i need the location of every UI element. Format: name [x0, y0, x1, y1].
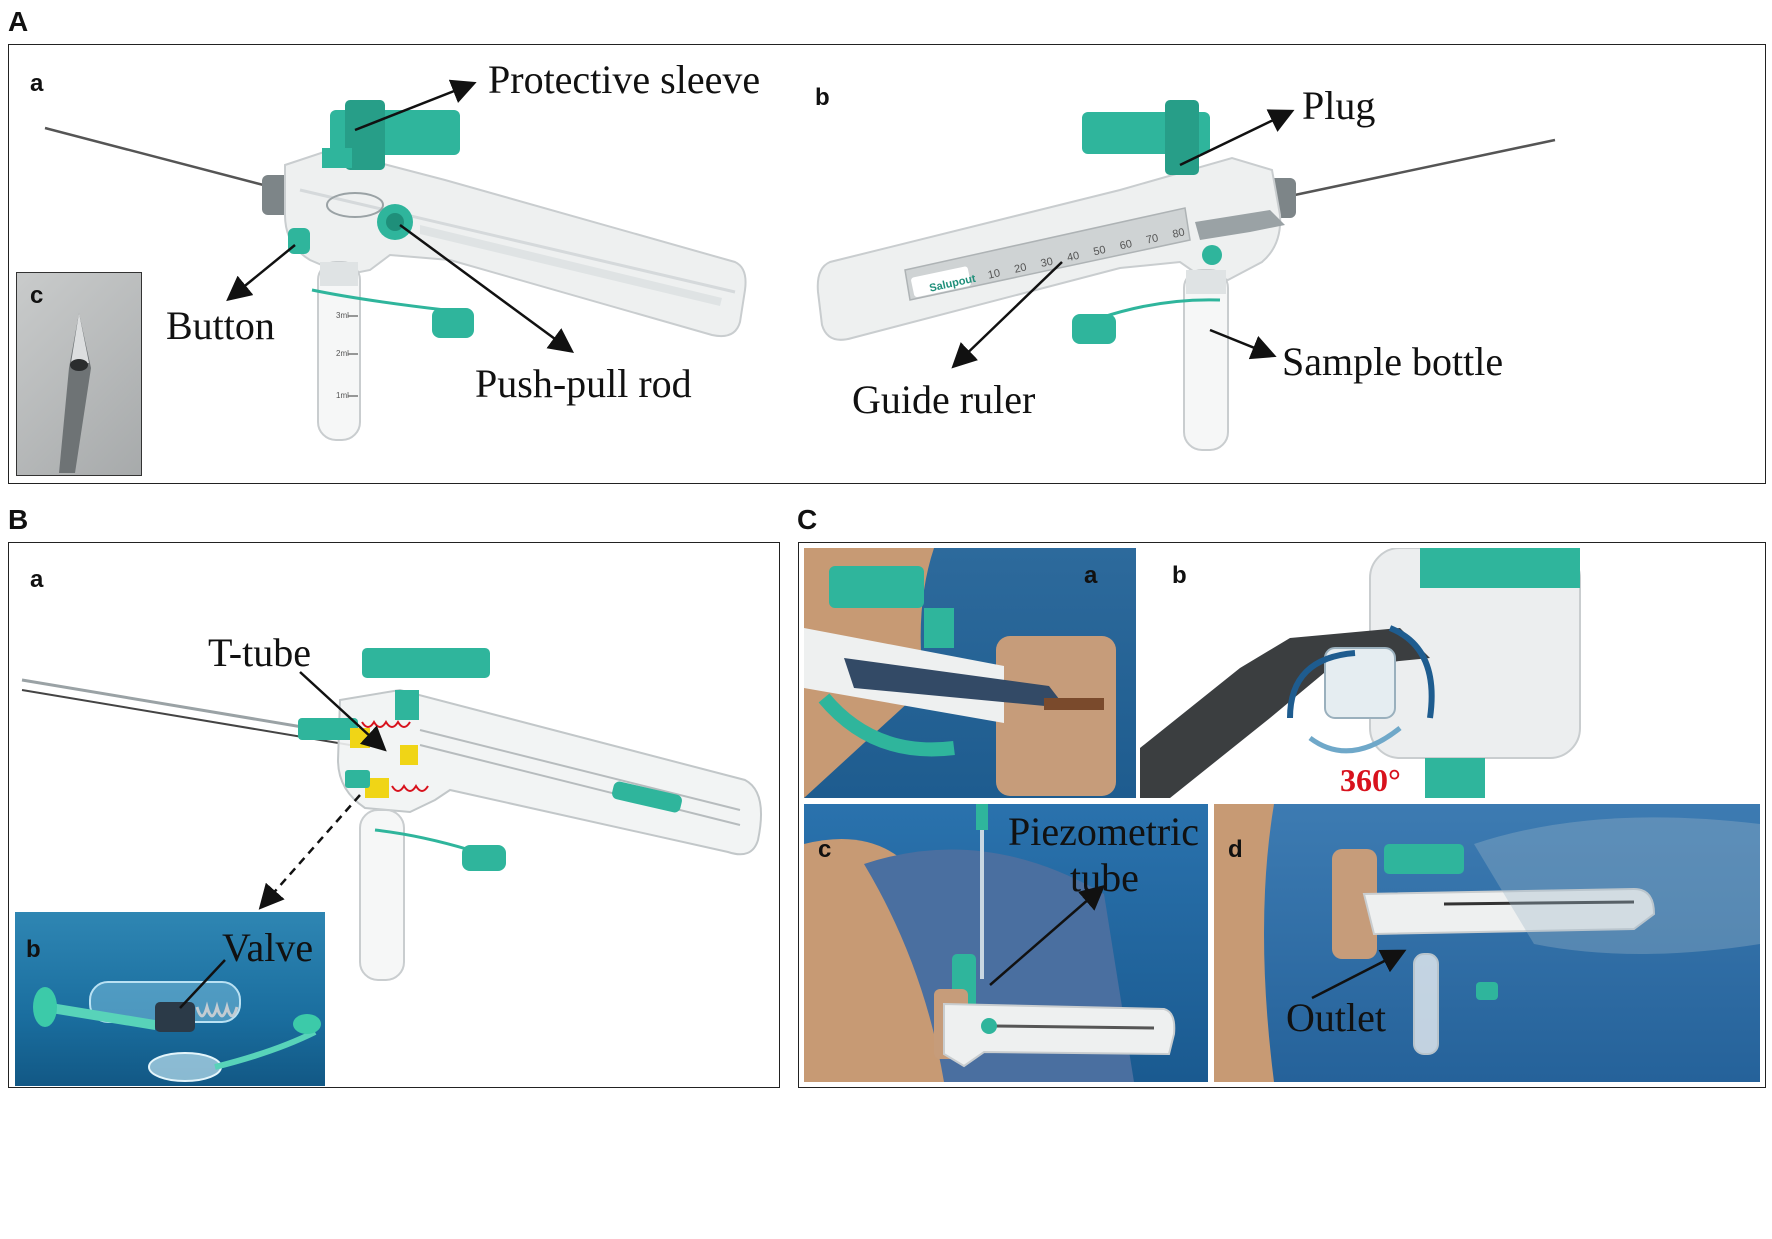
subpanel-letter-a-b: b [815, 84, 830, 111]
scene-b-rotation [1140, 548, 1760, 798]
subpanel-letter-c-d: d [1228, 836, 1243, 863]
bottle-volume-mark: 2ml [336, 349, 349, 358]
label-sample-bottle: Sample bottle [1282, 339, 1504, 384]
label-t-tube: T-tube [208, 630, 311, 675]
subpanel-letter-a-a: a [30, 70, 44, 97]
needle-tip-inset [16, 272, 142, 476]
subpanel-letter-c-b: b [1172, 562, 1187, 589]
device-a-right [816, 100, 1556, 451]
ruler-tick-label: 30 [1040, 256, 1055, 270]
subpanel-letter-b-a: a [30, 566, 44, 593]
ruler-tick-label: 50 [1092, 244, 1107, 258]
scene-a-guide-ruler [804, 548, 1136, 798]
panel-letter-a: A [8, 6, 29, 37]
label-piezometric-line1: Piezometric [1008, 809, 1200, 854]
label-valve: Valve [222, 925, 314, 970]
scene-d-outlet [1214, 804, 1760, 1082]
bottle-volume-mark: 3ml [336, 311, 349, 320]
panel-letter-b: B [8, 504, 29, 535]
subpanel-letter-c-c: c [818, 836, 832, 863]
subpanel-letter-c-a: a [1084, 562, 1098, 589]
subpanel-letter-a-c: c [30, 282, 44, 309]
valve-inset [15, 912, 325, 1086]
device-a-left [44, 100, 747, 441]
label-protective-sleeve: Protective sleeve [488, 57, 761, 102]
ruler-tick-label: 10 [987, 267, 1002, 281]
panel-letter-c: C [797, 504, 818, 535]
label-push-pull-rod: Push-pull rod [475, 361, 692, 406]
bottle-volume-mark: 1ml [336, 391, 349, 400]
ruler-tick-label: 80 [1171, 226, 1186, 240]
label-guide-ruler: Guide ruler [852, 377, 1036, 422]
label-plug: Plug [1302, 83, 1376, 128]
ruler-tick-label: 40 [1066, 250, 1081, 264]
label-360-rotation: 360° [1340, 762, 1401, 798]
label-button: Button [166, 303, 275, 348]
ruler-tick-label: 60 [1119, 238, 1134, 252]
ruler-tick-label: 20 [1013, 261, 1028, 275]
subpanel-letter-b-b: b [26, 936, 41, 963]
scene-c-piezometric [804, 804, 1208, 1082]
label-outlet: Outlet [1286, 995, 1386, 1040]
ruler-tick-label: 70 [1145, 232, 1160, 246]
device-cutaway [21, 648, 762, 981]
